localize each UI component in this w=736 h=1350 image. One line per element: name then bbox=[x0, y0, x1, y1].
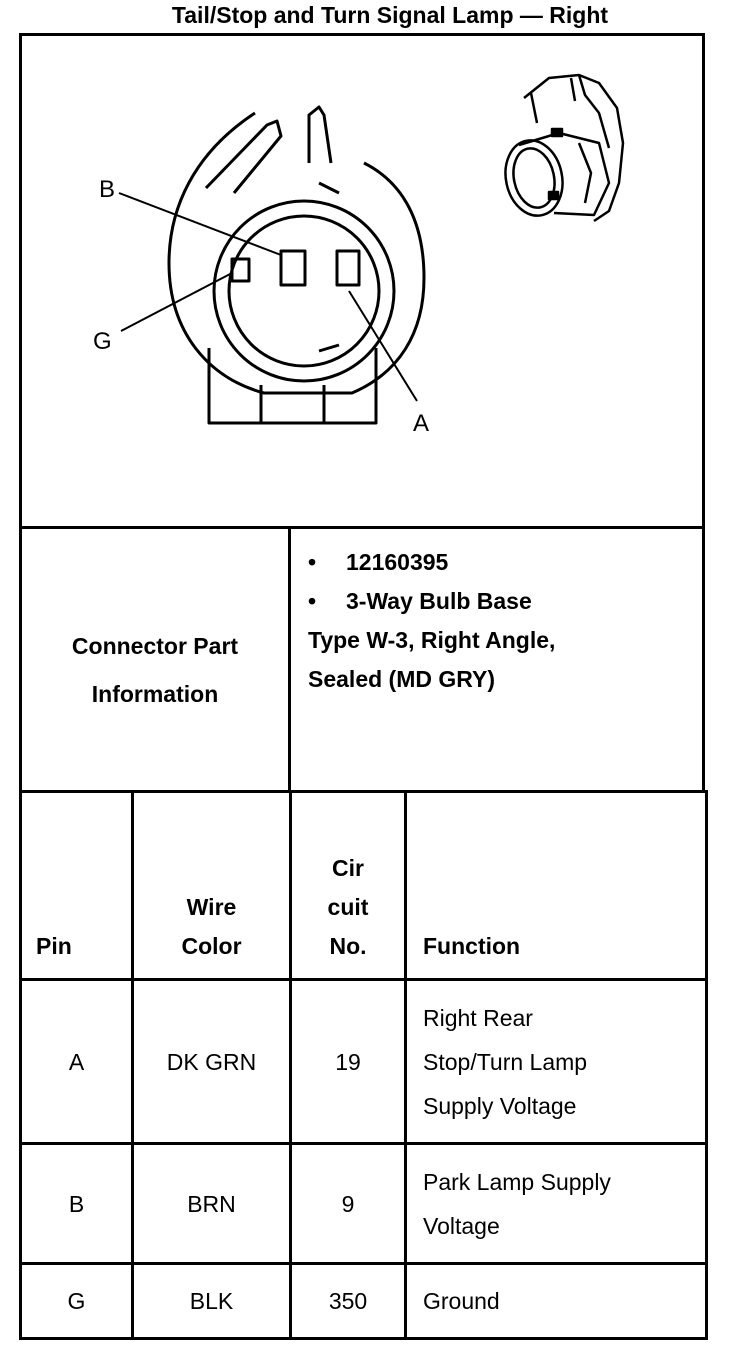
function-line: Ground bbox=[423, 1288, 500, 1314]
wire-color-cell: BRN bbox=[131, 1142, 292, 1265]
pin-table-header: Pin Wire Color Cir cuit No. Function bbox=[19, 790, 708, 981]
header-pin: Pin bbox=[19, 790, 134, 981]
function-cell: Park Lamp Supply Voltage bbox=[404, 1142, 708, 1265]
pin-label-g: G bbox=[93, 328, 112, 355]
function-line: Voltage bbox=[423, 1212, 500, 1239]
terminal-b bbox=[279, 249, 307, 287]
connector-detail-line1: Type W-3, Right Angle, bbox=[308, 627, 556, 653]
header-wire-color-line2: Color bbox=[181, 933, 242, 959]
function-line: Stop/Turn Lamp bbox=[423, 1048, 588, 1075]
function-cell: Right Rear Stop/Turn Lamp Supply Voltage bbox=[404, 978, 708, 1145]
pin-label-b: B bbox=[99, 176, 115, 203]
connector-detail-line2: Sealed (MD GRY) bbox=[308, 666, 496, 692]
connector-info-value-cell: • 12160395 • 3-Way Bulb Base Type W-3, R… bbox=[288, 526, 705, 793]
connector-diagram-panel: B G A bbox=[19, 33, 705, 529]
connector-info-label-line2: Information bbox=[91, 680, 219, 707]
connector-info-label-cell: Connector Part Information bbox=[19, 526, 291, 793]
connector-shell bbox=[167, 111, 426, 395]
part-number: 12160395 bbox=[346, 549, 449, 575]
header-function: Function bbox=[404, 790, 708, 981]
header-circuit-line1: Cir bbox=[332, 855, 364, 881]
header-wire-color-line1: Wire bbox=[186, 894, 237, 920]
leader-line-a bbox=[348, 290, 418, 402]
connector-diagram: B G A bbox=[93, 73, 625, 437]
bulb-base-row: • 3-Way Bulb Base bbox=[308, 582, 702, 621]
socket-notch-bottom bbox=[318, 343, 340, 353]
bullet-icon: • bbox=[308, 588, 317, 614]
terminal-a bbox=[335, 249, 361, 287]
leader-line-g bbox=[120, 272, 233, 332]
connector-inner-ring bbox=[212, 199, 396, 383]
connector-3d-thumbnail bbox=[504, 73, 625, 223]
leader-line-b bbox=[118, 192, 282, 256]
circuit-cell: 350 bbox=[289, 1262, 407, 1340]
connector-info-label-line1: Connector Part bbox=[71, 632, 239, 659]
function-line: Supply Voltage bbox=[423, 1092, 577, 1119]
table-row: G BLK 350 Ground bbox=[19, 1262, 708, 1340]
table-row: B BRN 9 Park Lamp Supply Voltage bbox=[19, 1142, 708, 1265]
circuit-cell: 9 bbox=[289, 1142, 407, 1265]
connector-base bbox=[207, 348, 378, 425]
part-number-row: • 12160395 bbox=[308, 543, 702, 582]
bulb-base-text: 3-Way Bulb Base bbox=[346, 588, 532, 614]
bullet-icon: • bbox=[308, 549, 317, 575]
pin-cell: A bbox=[19, 978, 134, 1145]
connector-sheet: B G A Connector Part Information bbox=[19, 33, 708, 1340]
header-wire-color: Wire Color bbox=[131, 790, 292, 981]
terminal-g bbox=[230, 257, 251, 283]
pin-cell: G bbox=[19, 1262, 134, 1340]
function-line: Right Rear bbox=[423, 1004, 533, 1031]
locking-tab bbox=[204, 119, 283, 194]
wire-color-cell: BLK bbox=[131, 1262, 292, 1340]
connector-socket bbox=[227, 214, 381, 368]
function-cell: Ground bbox=[404, 1262, 708, 1340]
socket-notch-right bbox=[318, 181, 340, 195]
pin-cell: B bbox=[19, 1142, 134, 1265]
locking-tab-post bbox=[307, 105, 333, 164]
wire-color-cell: DK GRN bbox=[131, 978, 292, 1145]
header-circuit-number: Cir cuit No. bbox=[289, 790, 407, 981]
header-circuit-line2: cuit bbox=[327, 894, 369, 920]
circuit-cell: 19 bbox=[289, 978, 407, 1145]
header-circuit-line3: No. bbox=[329, 933, 367, 959]
pin-table: Pin Wire Color Cir cuit No. Function A D… bbox=[19, 790, 708, 1340]
table-row: A DK GRN 19 Right Rear Stop/Turn Lamp Su… bbox=[19, 978, 708, 1145]
pin-label-a: A bbox=[413, 410, 429, 437]
page-title: Tail/Stop and Turn Signal Lamp — Right bbox=[171, 2, 609, 28]
function-line: Park Lamp Supply bbox=[423, 1168, 611, 1195]
